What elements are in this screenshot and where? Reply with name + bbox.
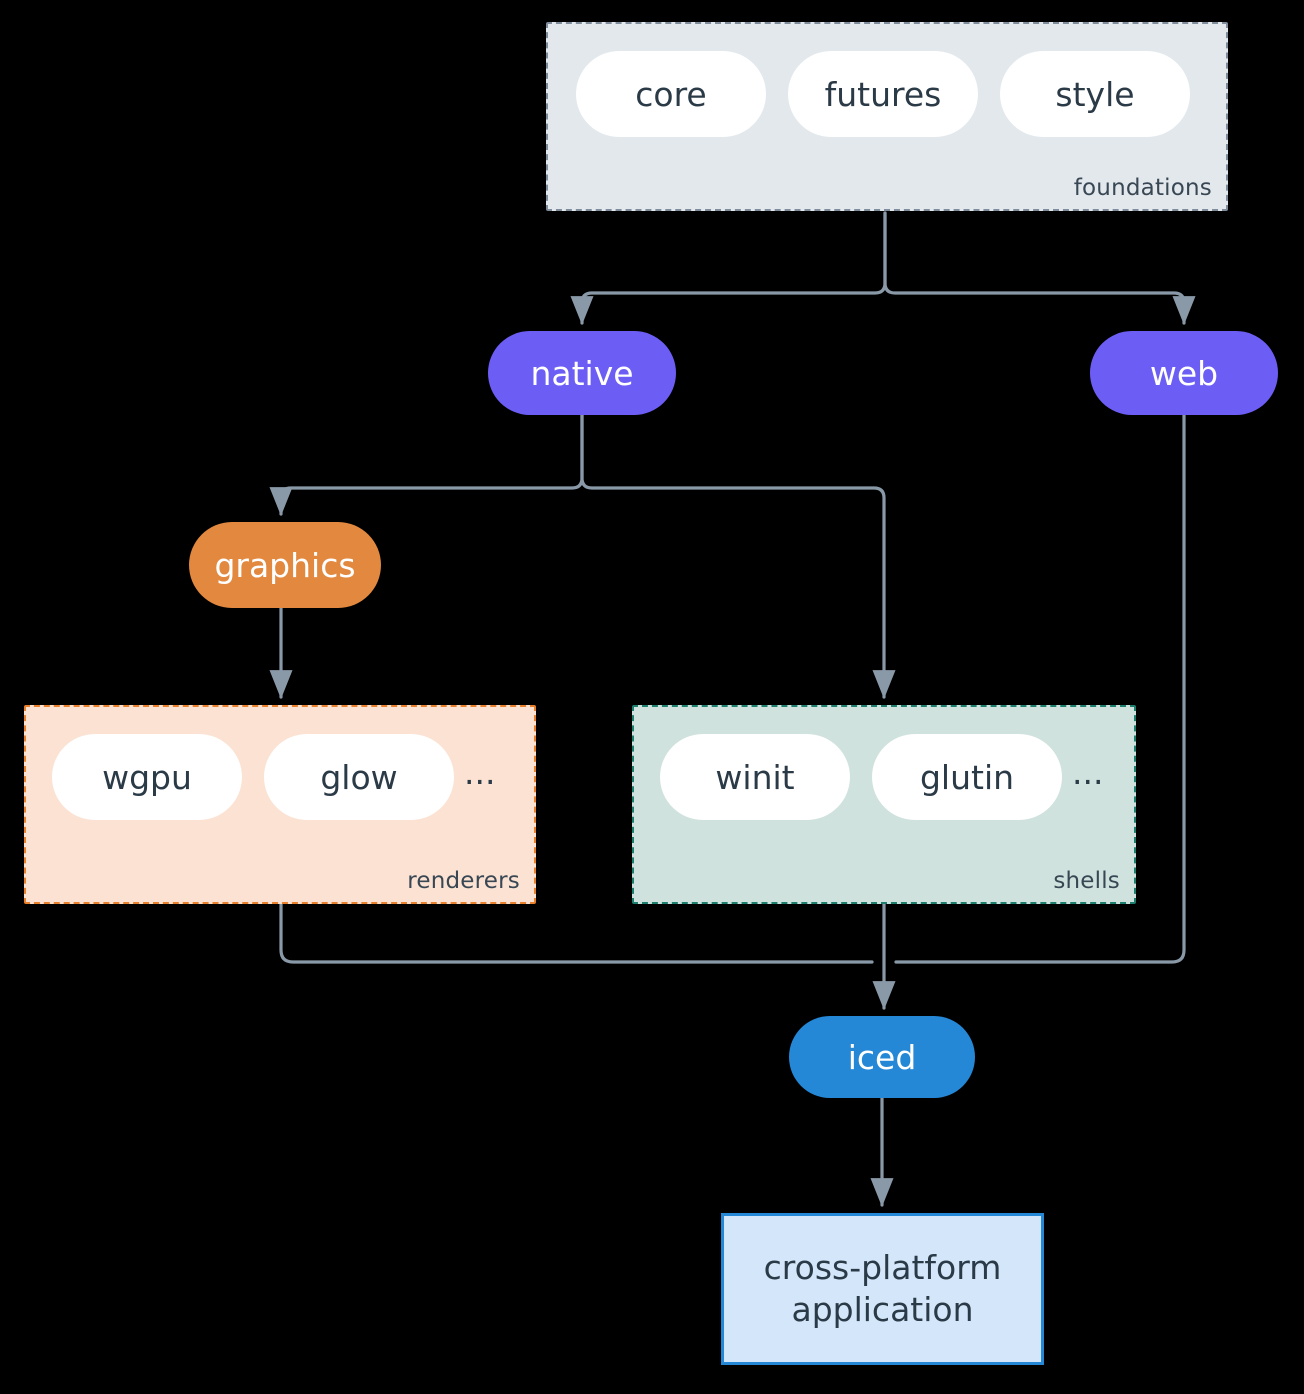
application-line-1: cross-platform: [763, 1247, 1002, 1287]
spacer: [850, 777, 872, 778]
foundations-members: core futures style: [576, 51, 1190, 137]
group-label-foundations: foundations: [1073, 175, 1212, 201]
application-line-2: application: [791, 1290, 974, 1329]
node-futures[interactable]: futures: [788, 51, 978, 137]
spacer: [978, 94, 1000, 95]
edge-renderers-iced: [279, 902, 874, 964]
group-label-shells: shells: [1053, 868, 1120, 894]
node-web[interactable]: web: [1090, 331, 1278, 415]
node-core[interactable]: core: [576, 51, 766, 137]
group-shells: winit glutin ... shells: [632, 705, 1136, 904]
renderers-more-ellipsis: ...: [464, 752, 496, 792]
node-graphics[interactable]: graphics: [189, 522, 381, 608]
node-style[interactable]: style: [1000, 51, 1190, 137]
shells-more-ellipsis: ...: [1072, 752, 1104, 792]
group-label-renderers: renderers: [407, 868, 520, 894]
node-native[interactable]: native: [488, 331, 676, 415]
node-glutin[interactable]: glutin: [872, 734, 1062, 820]
node-glow[interactable]: glow: [264, 734, 454, 820]
group-renderers: wgpu glow ... renderers: [24, 705, 536, 904]
node-winit[interactable]: winit: [660, 734, 850, 820]
node-cross-platform-application[interactable]: cross-platform application: [721, 1213, 1044, 1365]
node-iced[interactable]: iced: [789, 1016, 975, 1098]
shells-members: winit glutin ...: [660, 734, 1113, 820]
spacer: [766, 94, 788, 95]
spacer: [242, 777, 264, 778]
renderers-members: wgpu glow ...: [52, 734, 505, 820]
edge-foundations-web: [883, 211, 1196, 325]
edge-native-graphics: [269, 413, 584, 516]
edge-native-shells: [580, 413, 896, 699]
group-foundations: core futures style foundations: [546, 22, 1228, 211]
edge-foundations-native: [570, 211, 887, 325]
node-wgpu[interactable]: wgpu: [52, 734, 242, 820]
